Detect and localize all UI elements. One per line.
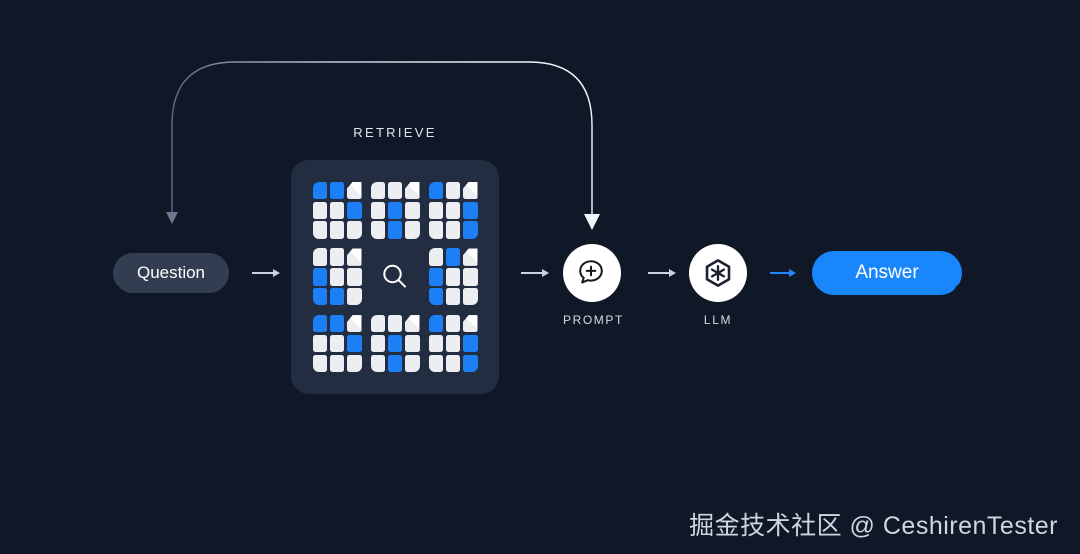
answer-bubble-tail-icon xyxy=(944,278,966,298)
document-icon[interactable] xyxy=(428,181,478,239)
prompt-label: PROMPT xyxy=(563,313,624,327)
document-icon[interactable] xyxy=(312,181,362,239)
arrow-shaft xyxy=(521,272,543,274)
answer-bubble[interactable]: Answer xyxy=(812,251,962,295)
watermark: 掘金技术社区 @ CeshirenTester xyxy=(689,512,1058,540)
llm-node[interactable]: LLM xyxy=(689,244,747,327)
question-bubble-tail-icon xyxy=(112,278,130,296)
question-bubble[interactable]: Question xyxy=(113,253,229,293)
document-icon[interactable] xyxy=(370,181,420,239)
question-label: Question xyxy=(136,263,206,282)
arrow-question-to-retrieve-icon xyxy=(252,266,280,280)
llm-label: LLM xyxy=(703,313,733,327)
arrow-retrieve-to-prompt-icon xyxy=(521,266,549,280)
document-icon[interactable] xyxy=(428,248,478,306)
document-icon[interactable] xyxy=(428,315,478,373)
arrow-head xyxy=(669,269,676,277)
document-icon[interactable] xyxy=(312,248,362,306)
arrow-llm-to-answer-icon xyxy=(770,266,796,280)
retrieve-label: RETRIEVE xyxy=(353,125,437,140)
document-icon[interactable] xyxy=(312,315,362,373)
arrow-shaft xyxy=(770,272,790,274)
arrow-head xyxy=(789,269,796,277)
document-icon[interactable] xyxy=(370,315,420,373)
magnifier-icon[interactable] xyxy=(375,257,415,297)
prompt-circle xyxy=(563,244,621,302)
arrow-shaft xyxy=(252,272,274,274)
arrow-head xyxy=(542,269,549,277)
arrow-head xyxy=(273,269,280,277)
arrow-prompt-to-llm-icon xyxy=(648,266,676,280)
chat-plus-icon xyxy=(579,260,603,284)
prompt-node[interactable]: PROMPT xyxy=(563,244,624,327)
retrieve-panel xyxy=(291,160,499,394)
answer-label: Answer xyxy=(855,262,919,283)
arrow-shaft xyxy=(648,272,670,274)
document-grid xyxy=(308,177,482,377)
llm-circle xyxy=(689,244,747,302)
hexagon-cube-icon xyxy=(705,259,731,287)
